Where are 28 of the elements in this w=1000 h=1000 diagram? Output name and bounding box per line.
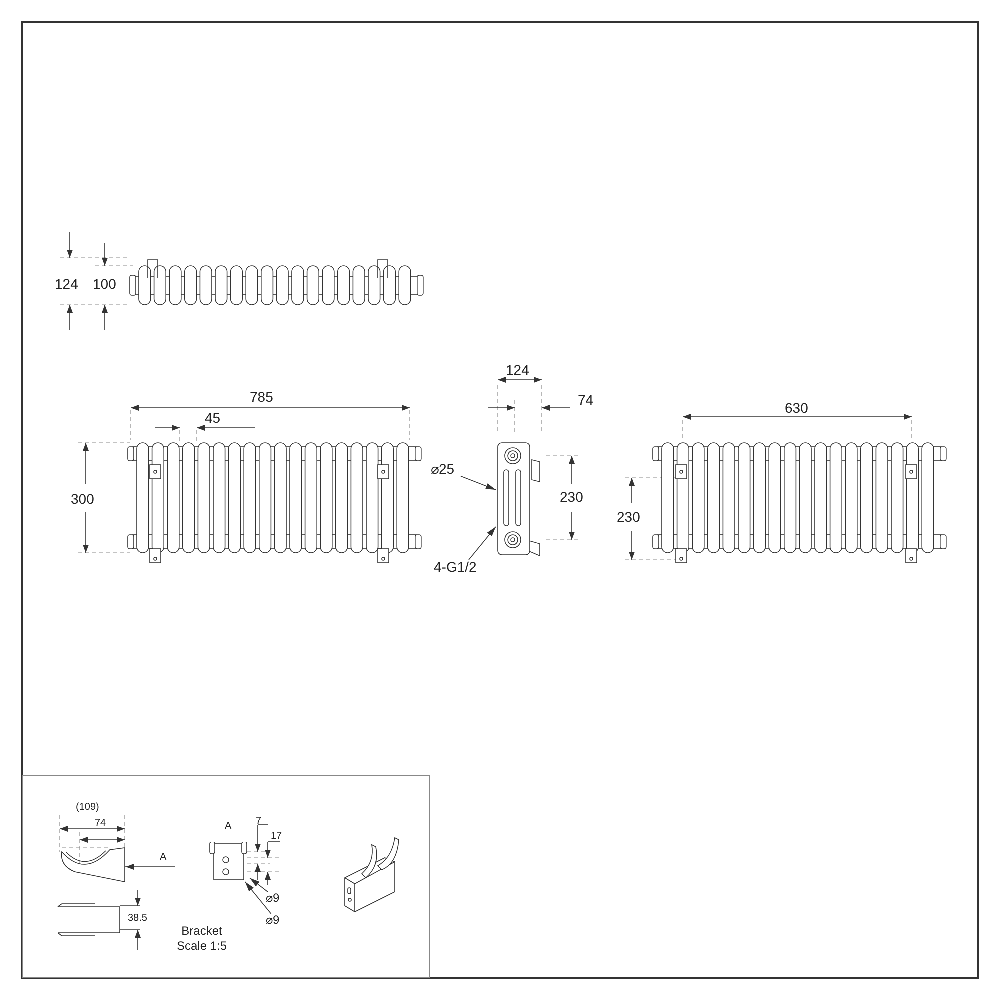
callout-text: ⌀25 xyxy=(431,462,461,479)
dimension-label: A xyxy=(160,852,167,864)
dimension-label: 785 xyxy=(250,389,274,406)
leader-line xyxy=(468,526,496,560)
dimension-label: (109) xyxy=(76,802,100,814)
dimension-label: 230 xyxy=(560,489,584,506)
leader-line xyxy=(250,878,268,892)
dimension-label: Bracket Scale 1:5 xyxy=(176,924,228,954)
dimension-label: 7 xyxy=(256,816,262,828)
dimension-label: 100 xyxy=(93,276,116,294)
callout-text: ⌀9 xyxy=(266,892,288,906)
leader-line xyxy=(244,882,272,914)
callout-text: ⌀9 xyxy=(266,914,288,928)
dimension-label: 630 xyxy=(785,400,808,418)
dimension-label: 74 xyxy=(95,818,106,830)
callout-text: 4-G1/2 xyxy=(434,560,490,577)
dimension-label: 38.5 xyxy=(128,913,148,926)
dimension-label: 45 xyxy=(205,410,221,428)
leader-line xyxy=(460,476,496,490)
dimension-label: 124 xyxy=(506,362,530,380)
dimension-label: A xyxy=(225,821,232,834)
dimension-label: 230 xyxy=(617,509,640,526)
dimension-label: 74 xyxy=(578,392,594,410)
dimension-label: 17 xyxy=(271,831,282,844)
bracket-view-drawing xyxy=(208,842,250,882)
dimension-label: 300 xyxy=(71,491,94,508)
dimension-label: 124 xyxy=(55,276,78,294)
side-view-drawing xyxy=(496,440,542,558)
